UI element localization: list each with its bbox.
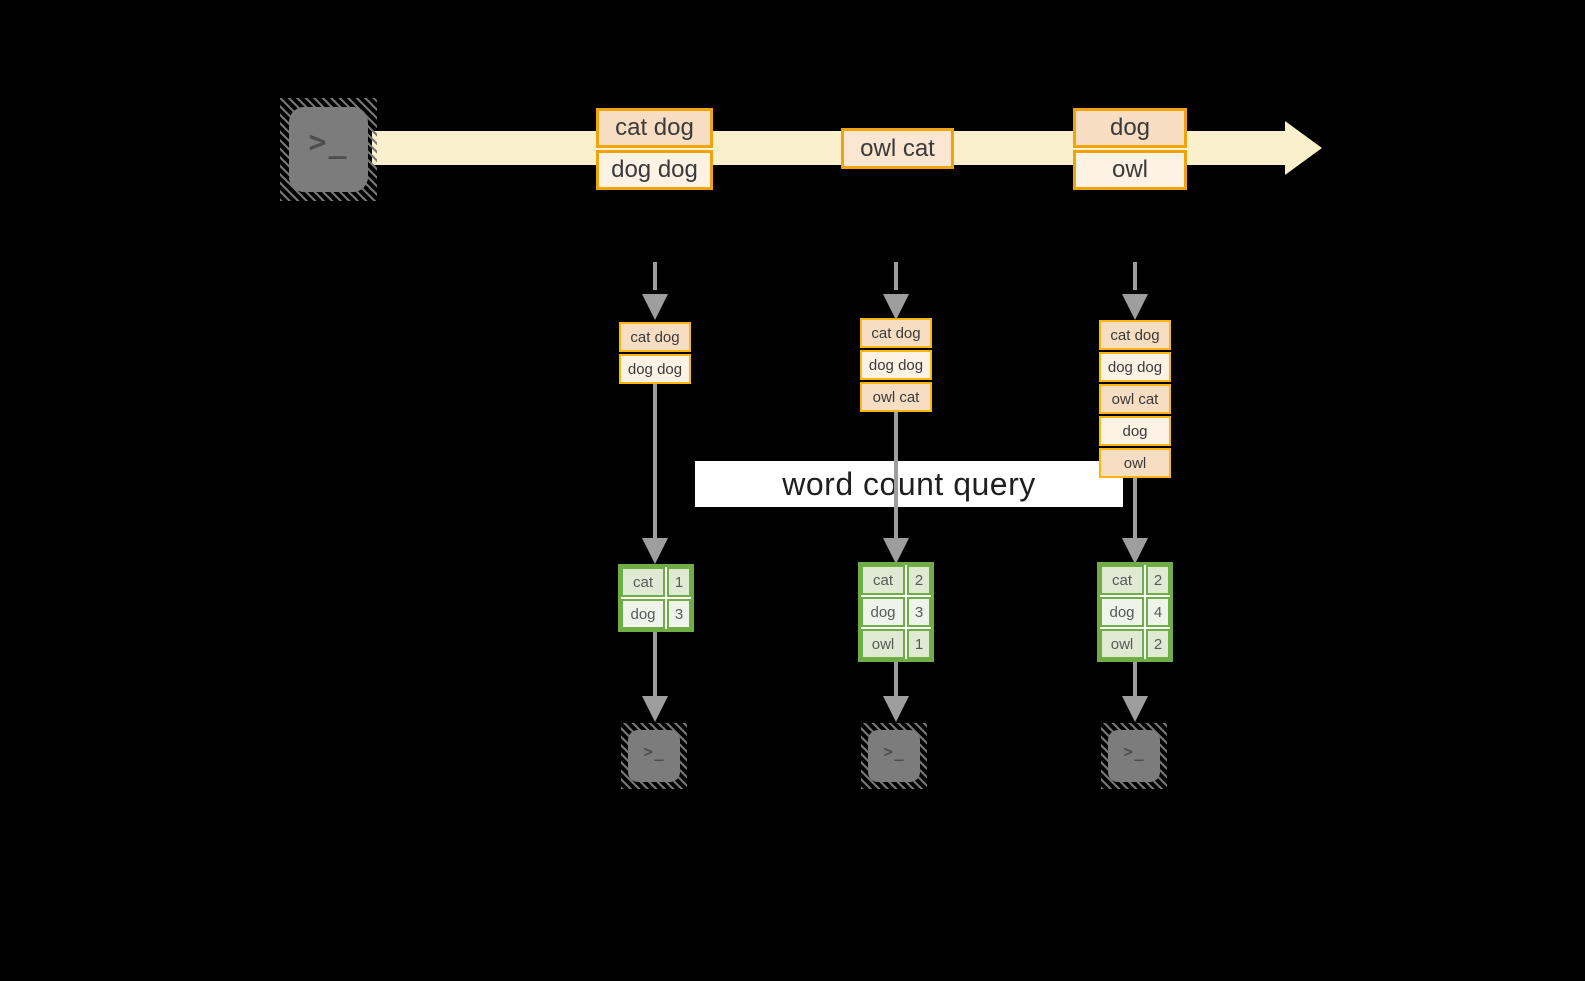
word-cell: cat: [1100, 565, 1144, 595]
dashed-arrow-head-3: [1122, 294, 1148, 320]
terminal-sink-icon-1: >_: [621, 723, 687, 789]
state-record: owl cat: [860, 382, 932, 412]
state-record: cat dog: [619, 322, 691, 352]
query-arrow-line-1: [653, 384, 657, 538]
state-record: cat dog: [860, 318, 932, 348]
word-cell: dog: [621, 599, 665, 629]
word-cell: dog: [861, 597, 905, 627]
table-row: cat 2: [861, 565, 931, 595]
state-record: dog: [1099, 416, 1171, 446]
output-arrow-line-1: [653, 632, 657, 696]
batch-record: dog dog: [596, 150, 713, 190]
wordcount-table-2: cat 2 dog 3 owl 1: [858, 562, 934, 662]
terminal-screen: >_: [868, 730, 920, 782]
count-cell: 1: [667, 567, 691, 597]
output-arrow-line-3: [1133, 662, 1137, 696]
query-arrow-head-3: [1122, 538, 1148, 564]
count-cell: 2: [907, 565, 931, 595]
query-arrow-line-3: [1133, 478, 1137, 538]
terminal-screen: >_: [1108, 730, 1160, 782]
table-row: dog 4: [1100, 597, 1170, 627]
dashed-arrow-head-2: [883, 294, 909, 320]
batch-record: cat dog: [596, 108, 713, 148]
state-box-2: cat dog dog dog owl cat: [860, 318, 932, 412]
count-cell: 1: [907, 629, 931, 659]
query-arrow-line-2: [894, 412, 898, 538]
query-arrow-head-1: [642, 538, 668, 564]
dashed-arrow-line-1: [653, 262, 657, 290]
stream-arrowhead-icon: [1285, 121, 1322, 175]
word-cell: owl: [1100, 629, 1144, 659]
batch-record: owl: [1073, 150, 1187, 190]
word-cell: cat: [861, 565, 905, 595]
state-record: dog dog: [619, 354, 691, 384]
word-cell: dog: [1100, 597, 1144, 627]
batch-box-1: cat dog dog dog: [596, 108, 713, 190]
state-record: owl: [1099, 448, 1171, 478]
wordcount-table-1: cat 1 dog 3: [618, 564, 694, 632]
batch-record: owl cat: [841, 128, 954, 169]
terminal-screen: >_: [628, 730, 680, 782]
count-cell: 2: [1146, 629, 1170, 659]
terminal-prompt-icon: >_: [1123, 742, 1145, 761]
state-box-1: cat dog dog dog: [619, 322, 691, 384]
output-arrow-line-2: [894, 662, 898, 696]
table-row: owl 1: [861, 629, 931, 659]
terminal-screen: >_: [289, 107, 368, 192]
word-cell: cat: [621, 567, 665, 597]
terminal-sink-icon-3: >_: [1101, 723, 1167, 789]
batch-record: dog: [1073, 108, 1187, 148]
wordcount-table-3: cat 2 dog 4 owl 2: [1097, 562, 1173, 662]
state-record: cat dog: [1099, 320, 1171, 350]
dashed-arrow-line-3: [1133, 262, 1137, 290]
state-record: dog dog: [860, 350, 932, 380]
table-row: cat 2: [1100, 565, 1170, 595]
batch-box-2: owl cat: [841, 128, 954, 169]
terminal-source-icon: >_: [280, 98, 377, 201]
output-arrow-head-2: [883, 696, 909, 722]
batch-box-3: dog owl: [1073, 108, 1187, 190]
table-row: dog 3: [621, 599, 691, 629]
terminal-prompt-icon: >_: [308, 125, 349, 160]
count-cell: 3: [907, 597, 931, 627]
table-row: owl 2: [1100, 629, 1170, 659]
table-row: dog 3: [861, 597, 931, 627]
output-arrow-head-1: [642, 696, 668, 722]
query-banner: word count query: [695, 461, 1123, 507]
count-cell: 2: [1146, 565, 1170, 595]
terminal-sink-icon-2: >_: [861, 723, 927, 789]
count-cell: 4: [1146, 597, 1170, 627]
state-box-3: cat dog dog dog owl cat dog owl: [1099, 320, 1171, 478]
output-arrow-head-3: [1122, 696, 1148, 722]
query-arrow-head-2: [883, 538, 909, 564]
dashed-arrow-head-1: [642, 294, 668, 320]
count-cell: 3: [667, 599, 691, 629]
state-record: dog dog: [1099, 352, 1171, 382]
state-record: owl cat: [1099, 384, 1171, 414]
terminal-prompt-icon: >_: [883, 742, 905, 761]
table-row: cat 1: [621, 567, 691, 597]
dashed-arrow-line-2: [894, 262, 898, 290]
terminal-prompt-icon: >_: [643, 742, 665, 761]
word-cell: owl: [861, 629, 905, 659]
